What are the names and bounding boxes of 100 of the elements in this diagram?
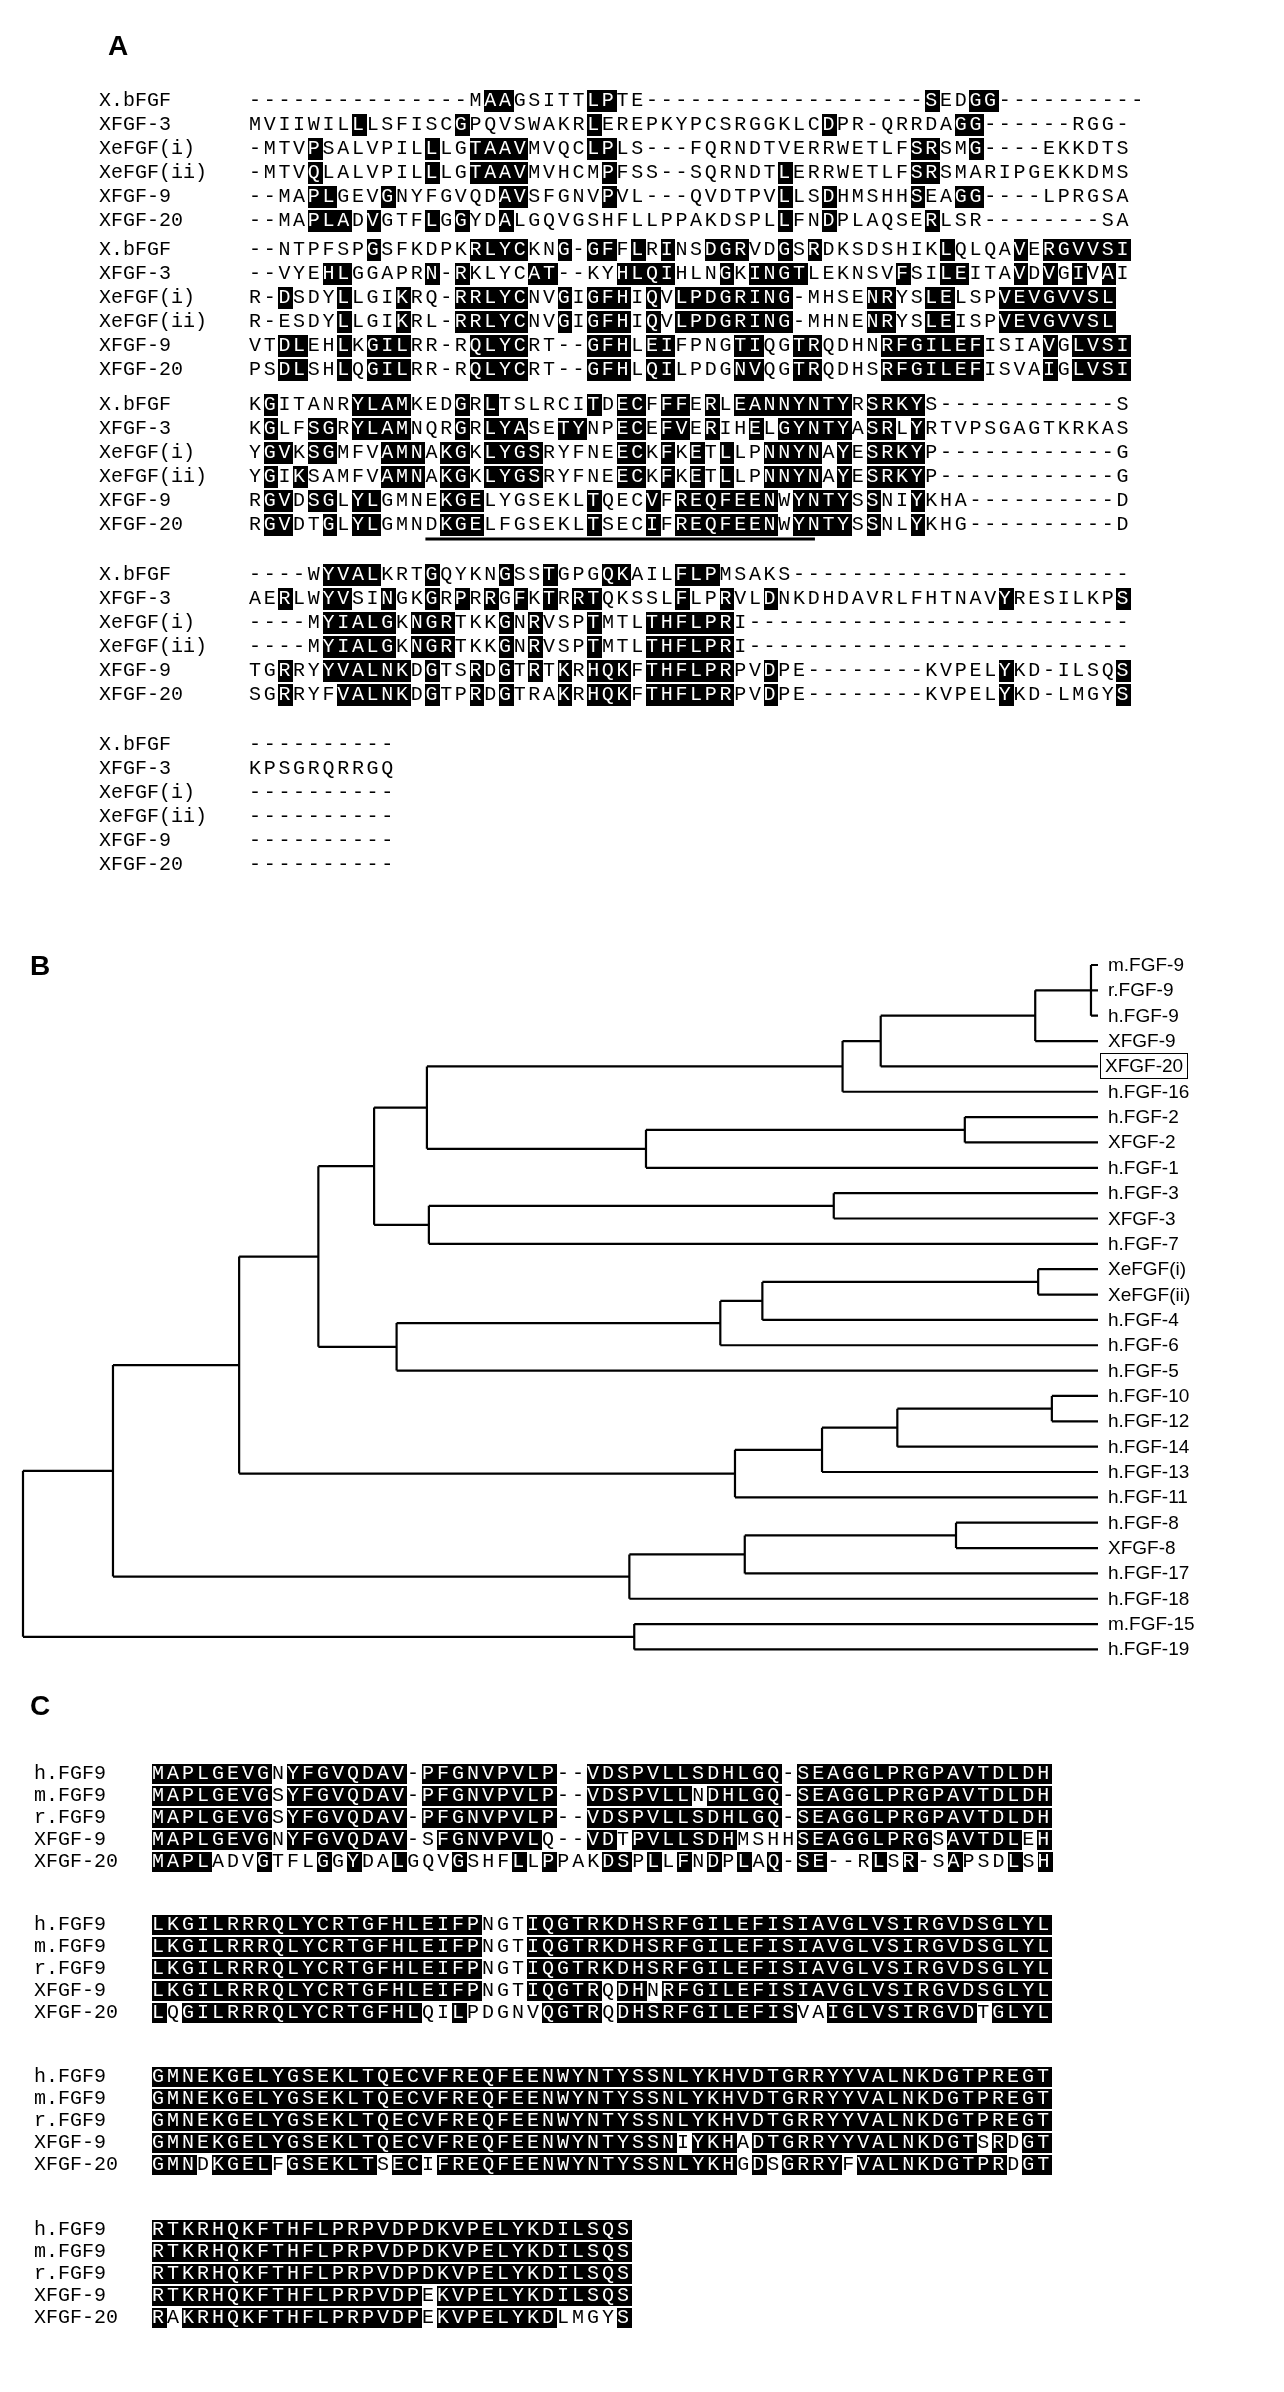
- sequence-row: ----------: [249, 805, 397, 829]
- sequence-name: XFGF-9: [34, 2285, 106, 2307]
- sequence-name: X.bFGF: [99, 733, 171, 757]
- sequence-name: XFGF-20: [34, 2307, 118, 2329]
- sequence-row: ----------: [249, 853, 397, 877]
- sequence-row: KGITANRYLAMKEDGRLTSLRCITDECFFFERLEANNYNTYRSRKYS------------S: [249, 393, 1132, 417]
- leaf-label: m.FGF-9: [1108, 954, 1184, 976]
- sequence-name: XFGF-3: [99, 757, 171, 781]
- sequence-row: MAPLGEVGSYFGVQDAV-PFGNVPVLP--VDSPVLLNDHLGQ-SEAGGLPRGPAVTDLDH: [152, 1785, 1053, 1807]
- sequence-name: XeFGF(ii): [99, 635, 208, 659]
- sequence-name: XFGF-9: [34, 1829, 106, 1851]
- sequence-name: XeFGF(ii): [99, 805, 208, 829]
- leaf-label: h.FGF-10: [1108, 1384, 1190, 1407]
- leaf-label: h.FGF-8: [1108, 1511, 1179, 1534]
- leaf-label: r.FGF-9: [1108, 979, 1174, 1002]
- sequence-name: m.FGF9: [34, 2088, 106, 2110]
- sequence-row: RTKRHQKFTHFLPRPVDPDKVPELYKDILSQS: [152, 2241, 633, 2263]
- leaf-label: h.FGF-5: [1108, 1359, 1179, 1382]
- sequence-name: XeFGF(i): [99, 441, 195, 465]
- sequence-name: r.FGF9: [34, 2263, 106, 2285]
- sequence-name: m.FGF9: [34, 2241, 106, 2263]
- leaf-label: h.FGF-16: [1108, 1080, 1190, 1103]
- sequence-row: RTKRHQKFTHFLPRPVDPDKVPELYKDILSQS: [152, 2263, 633, 2285]
- sequence-name: XFGF-20: [34, 2002, 118, 2024]
- sequence-row: RTKRHQKFTHFLPRPVDPDKVPELYKDILSQS: [152, 2219, 633, 2241]
- sequence-row: MAPLGEVGNYFGVQDAV-PFGNVPVLP--VDSPVLLSDHLGQ-SEAGGLPRGPAVTDLDH: [152, 1763, 1053, 1785]
- sequence-name: XFGF-20: [34, 2154, 118, 2176]
- sequence-name: XFGF-9: [99, 185, 171, 209]
- sequence-row: SGRRYFVALNKDGTPRDGTRAKRHQKFTHFLPRPVDPE--------KVPELYKD-LMGYS: [249, 683, 1132, 707]
- sequence-row: LKGILRRRQLYCRTGFHLEIFPNGTIQGTRKDHSRFGILEFISIAVGLVSIRGVDSGLYL: [152, 1936, 1053, 1958]
- sequence-name: XFGF-20: [34, 1851, 118, 1873]
- sequence-name: XFGF-20: [99, 358, 183, 382]
- leaf-label: m.FGF-15: [1108, 1613, 1195, 1636]
- sequence-name: h.FGF9: [34, 1914, 106, 1936]
- leaf-label: XeFGF(i): [1108, 1258, 1187, 1281]
- sequence-name: XeFGF(ii): [99, 310, 208, 334]
- leaf-label: XFGF-2: [1108, 1131, 1176, 1154]
- sequence-name: XFGF-20: [99, 853, 183, 877]
- sequence-name: X.bFGF: [99, 393, 171, 417]
- leaf-label: h.FGF-1: [1108, 1156, 1179, 1179]
- leaf-label: XFGF-3: [1108, 1207, 1176, 1230]
- sequence-name: XFGF-20: [99, 513, 183, 537]
- sequence-row: RTKRHQKFTHFLPRPVDPEKVPELYKDILSQS: [152, 2285, 633, 2307]
- leaf-label: h.FGF-12: [1108, 1410, 1190, 1433]
- leaf-label: h.FGF-18: [1108, 1587, 1190, 1610]
- leaf-label: h.FGF-11: [1108, 1486, 1188, 1509]
- sequence-name: XeFGF(ii): [99, 161, 208, 185]
- sequence-name: XFGF-9: [34, 1980, 106, 2002]
- sequence-name: m.FGF9: [34, 1785, 106, 1807]
- sequence-name: XeFGF(i): [99, 611, 195, 635]
- sequence-name: XFGF-20: [99, 683, 183, 707]
- sequence-name: r.FGF9: [34, 2110, 106, 2132]
- sequence-name: h.FGF9: [34, 1763, 106, 1785]
- sequence-name: XFGF-9: [99, 659, 171, 683]
- leaf-label: h.FGF-9: [1108, 1004, 1179, 1027]
- sequence-row: ----------: [249, 733, 397, 757]
- sequence-name: XFGF-3: [99, 113, 171, 137]
- leaf-label: h.FGF-14: [1108, 1435, 1190, 1458]
- leaf-label: h.FGF-17: [1108, 1562, 1190, 1585]
- sequence-row: GMNEKGELYGSEKLTQECVFREQFEENWYNTYSSNLYKHVDTGRRYYVALNKDGTPREGT: [152, 2088, 1053, 2110]
- sequence-name: r.FGF9: [34, 1807, 106, 1829]
- highlighted-leaf-box: XFGF-20: [1100, 1053, 1189, 1080]
- sequence-name: XFGF-3: [99, 262, 171, 286]
- sequence-name: XFGF-9: [99, 489, 171, 513]
- leaf-label: h.FGF-6: [1108, 1334, 1179, 1357]
- sequence-name: X.bFGF: [99, 89, 171, 113]
- leaf-label: h.FGF-4: [1108, 1308, 1179, 1331]
- sequence-row: -MTVQLALVPILLLGTAAVMVHCMPFSS--SQRNDTLERRWETLFSRSMARIPGEKKDMS: [249, 161, 1132, 185]
- sequence-name: XFGF-9: [99, 829, 171, 853]
- panel-label: B: [30, 950, 51, 982]
- sequence-name: XeFGF(i): [99, 781, 195, 805]
- sequence-row: GMNEKGELYGSEKLTQECVFREQFEENWYNTYSSNLYKHVDTGRRYYVALNKDGTPREGT: [152, 2066, 1053, 2088]
- sequence-row: -MTVPSALVPILLLGTAAVMVQCLPLS---FQRNDTVERRWETLFSRSMG----EKKDTS: [249, 137, 1132, 161]
- sequence-name: XFGF-9: [34, 2132, 106, 2154]
- sequence-name: XFGF-9: [99, 334, 171, 358]
- sequence-row: ----MYIALGKNGRTKKGNRVSPTMTLTHFLPRI--------------------------: [249, 635, 1132, 659]
- panel-label: C: [30, 1690, 51, 1722]
- sequence-row: ----MYIALGKNGRTKKGNRVSPTMTLTHFLPRI--------------------------: [249, 611, 1132, 635]
- sequence-name: XeFGF(ii): [99, 465, 208, 489]
- sequence-row: ----------: [249, 781, 397, 805]
- sequence-name: XeFGF(i): [99, 286, 195, 310]
- leaf-label: XFGF-8: [1108, 1537, 1176, 1560]
- sequence-name: XeFGF(i): [99, 137, 195, 161]
- leaf-label: h.FGF-13: [1108, 1461, 1190, 1483]
- leaf-label: XFGF-9: [1108, 1030, 1176, 1053]
- sequence-row: KGLFSGRYLAMNQRGRLYASETYNPECEFVERIHELGYNTYASRLYRTVPSGAGTKRKAS: [249, 417, 1132, 441]
- sequence-row: KPSGRQRRGQ: [249, 757, 397, 781]
- panel-label: A: [108, 30, 129, 62]
- sequence-name: X.bFGF: [99, 563, 171, 587]
- sequence-row: MAPLGEVGSYFGVQDAV-PFGNVPVLP--VDSPVLLSDHLGQ-SEAGGLPRGPAVTDLDH: [152, 1807, 1053, 1829]
- sequence-name: XFGF-20: [99, 209, 183, 233]
- sequence-name: XFGF-3: [99, 417, 171, 441]
- leaf-label: h.FGF-3: [1108, 1182, 1179, 1205]
- sequence-name: X.bFGF: [99, 238, 171, 262]
- sequence-row: ----------: [249, 829, 397, 853]
- sequence-name: h.FGF9: [34, 2219, 106, 2241]
- sequence-row: LKGILRRRQLYCRTGFHLEIFPNGTIQGTRKDHSRFGILEFISIAVGLVSIRGVDSGLYL: [152, 1958, 1053, 1980]
- sequence-name: r.FGF9: [34, 1958, 106, 1980]
- leaf-label: XeFGF(ii): [1108, 1283, 1191, 1306]
- sequence-row: TGRRYYVALNKDGTSRDGTRTKRHQKFTHFLPRPVDPE--------KVPELYKD-ILSQS: [249, 659, 1132, 683]
